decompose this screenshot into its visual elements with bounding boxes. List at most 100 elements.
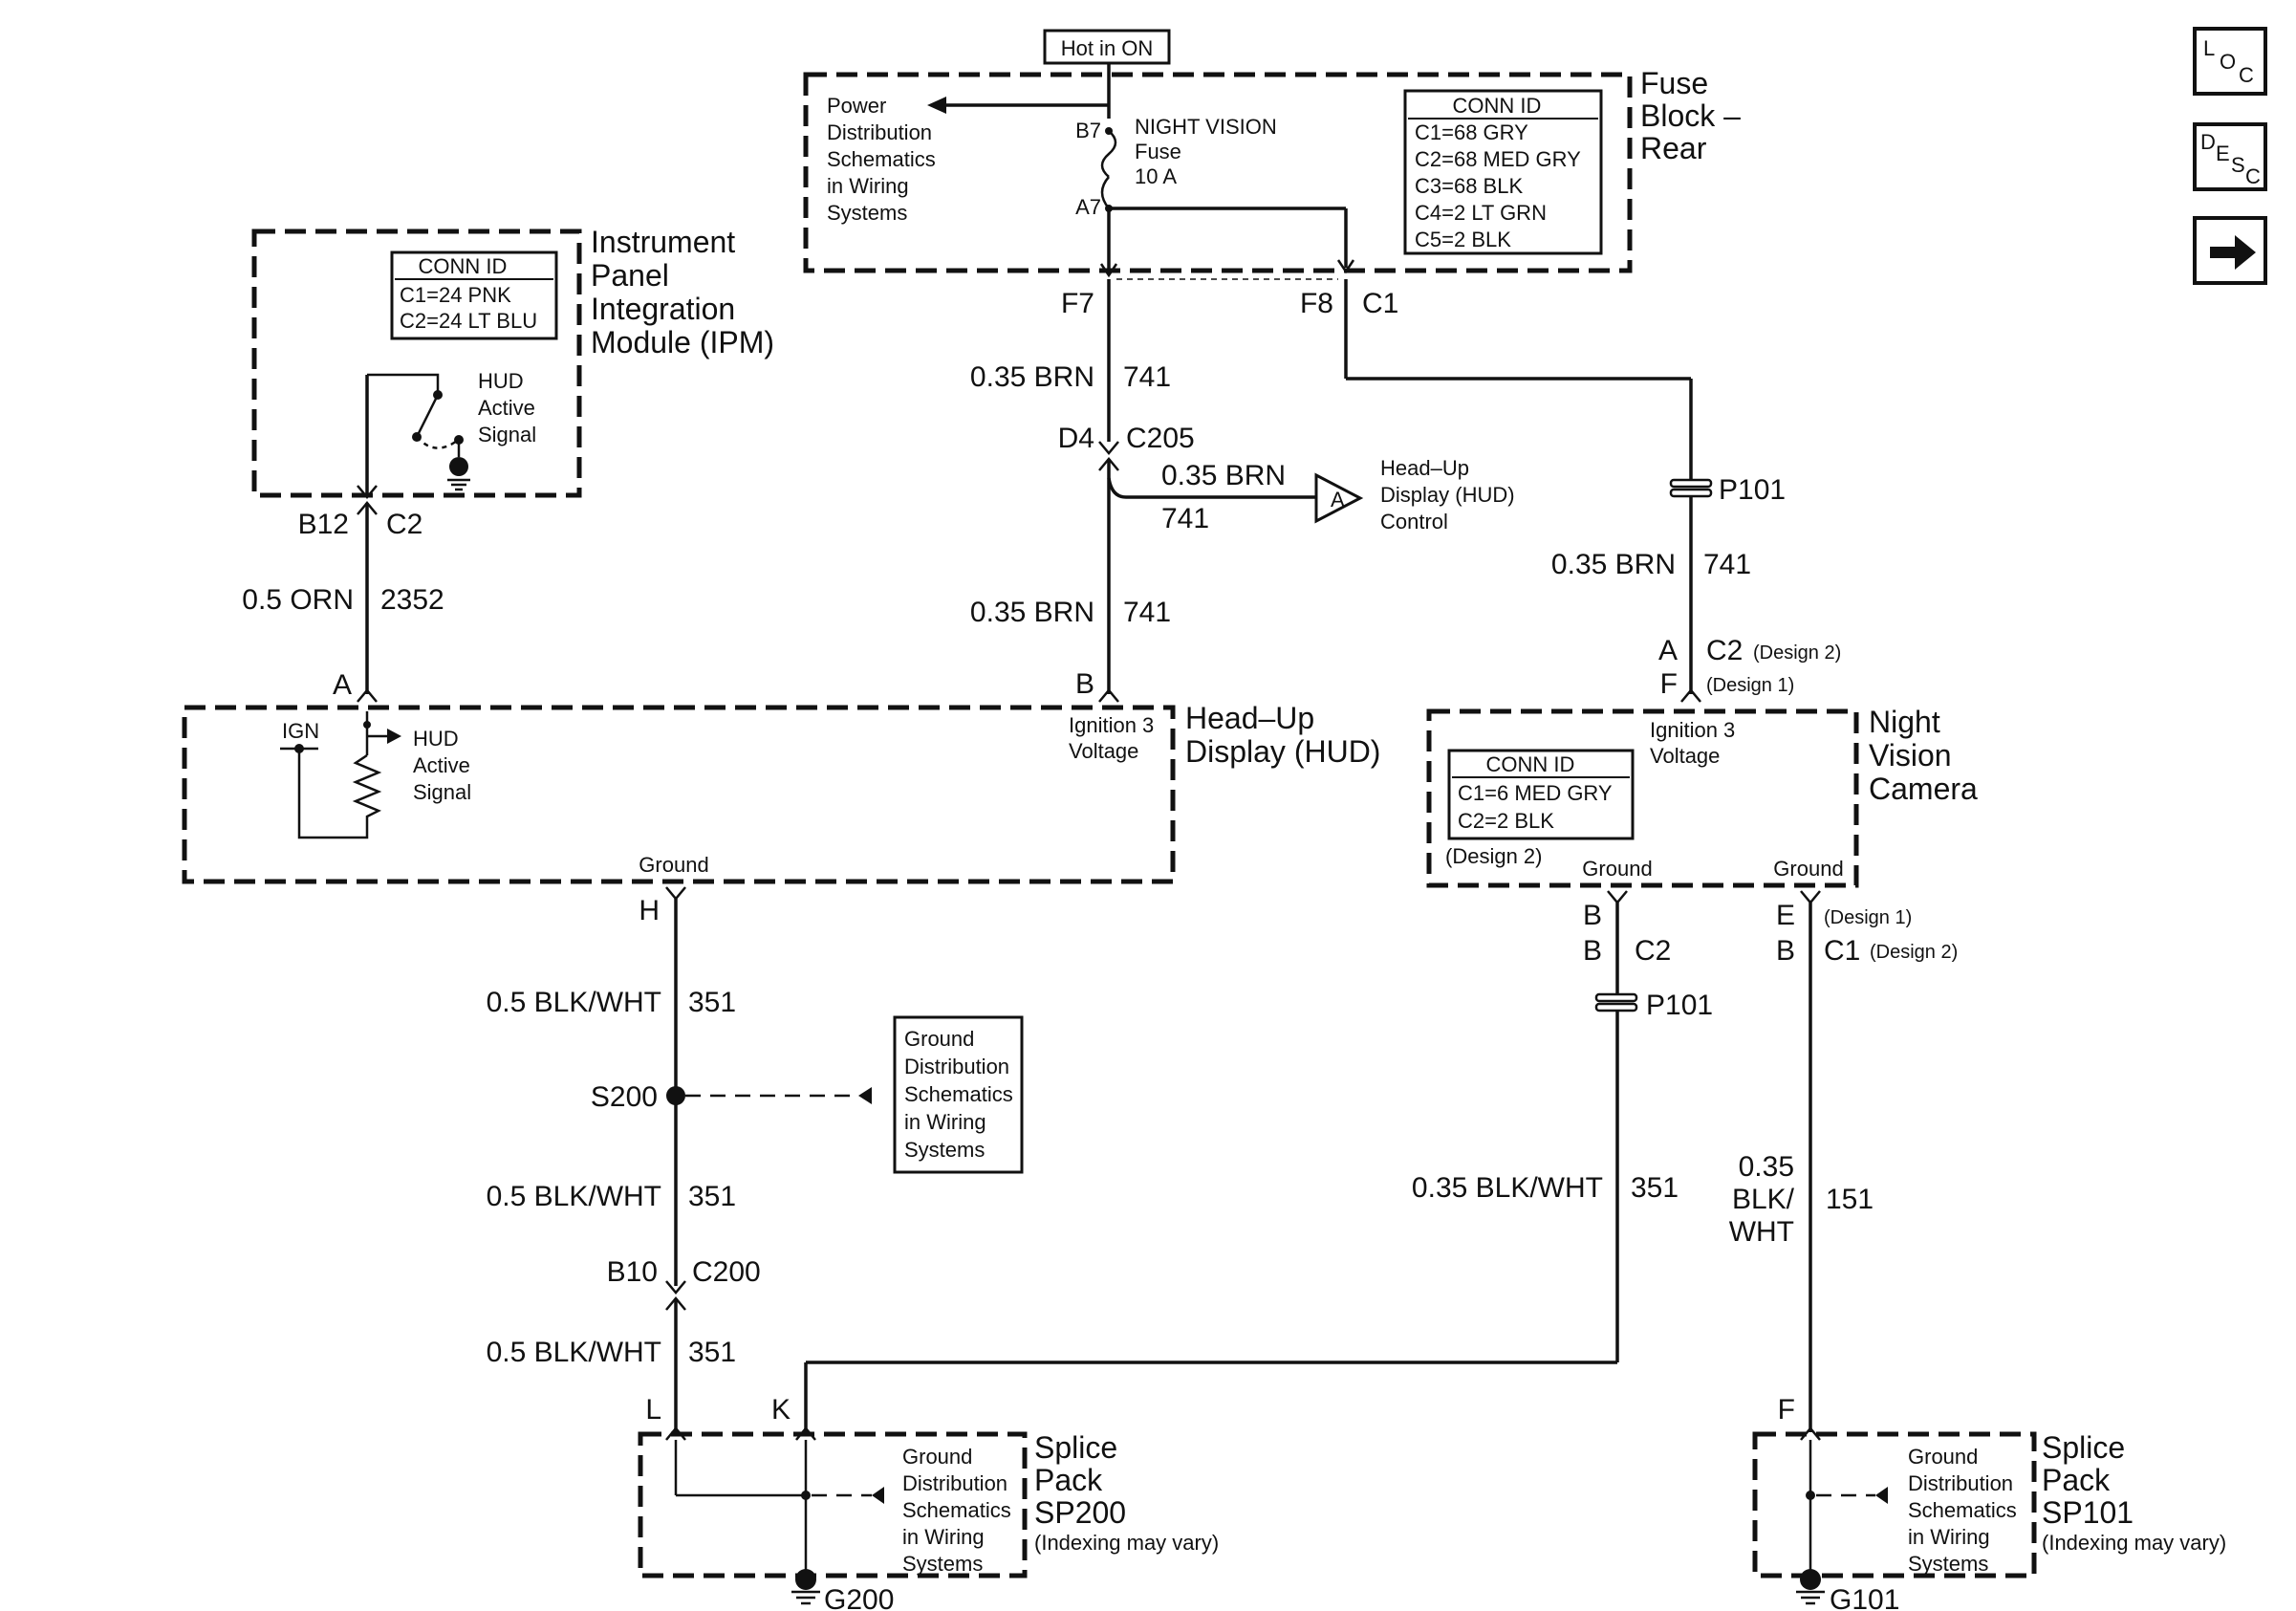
svg-text:in Wiring: in Wiring [902, 1525, 985, 1549]
svg-text:Panel: Panel [591, 258, 669, 293]
s200-label: S200 [591, 1081, 658, 1113]
ipm-hud-switch [367, 373, 470, 491]
hot-in-on-box [1043, 29, 1171, 65]
svg-text:Signal: Signal [478, 423, 536, 446]
svg-text:Block –: Block – [1640, 98, 1741, 133]
svg-text:Integration: Integration [591, 292, 735, 326]
hud-ground-label: Ground [639, 853, 708, 877]
camera-ground-right: Ground [1773, 857, 1843, 881]
svg-text:CONN ID: CONN ID [1453, 94, 1542, 118]
svg-text:S: S [2231, 153, 2245, 177]
svg-text:C: C [2239, 63, 2254, 87]
svg-text:Instrument: Instrument [591, 225, 735, 259]
night-vision-fuse [1100, 127, 1117, 212]
sp200-pin-k: K [771, 1394, 791, 1426]
camera-gl-pin1: B [1583, 900, 1602, 931]
svg-text:HUD: HUD [478, 369, 524, 393]
svg-text:E: E [2216, 142, 2230, 165]
conn-c205: C205 [1126, 423, 1195, 454]
svg-text:C1=24 PNK: C1=24 PNK [400, 283, 511, 307]
sp101-pin-f: F [1778, 1394, 1795, 1426]
svg-text:in Wiring: in Wiring [1908, 1525, 1990, 1549]
fuse-block-title: Fuse Block – Rear [1640, 66, 1741, 165]
svg-text:Ignition 3: Ignition 3 [1650, 718, 1735, 742]
camera-gr-design2: (Design 2) [1870, 942, 1958, 963]
ipm-pin-b12: B12 [298, 509, 349, 540]
svg-text:Pack: Pack [1034, 1463, 1103, 1497]
hud-pin-a: A [333, 669, 352, 701]
wire-351-b-circuit: 351 [688, 1181, 736, 1212]
s200-splice [666, 1086, 685, 1105]
camera-pin-a: A [1658, 635, 1678, 666]
svg-text:Ground: Ground [1908, 1445, 1978, 1469]
hud-control-ref: A [1331, 488, 1345, 512]
svg-text:Pack: Pack [2042, 1463, 2111, 1497]
camera-gr-design1: (Design 1) [1824, 907, 1912, 928]
hud-signal-label: HUD Active Signal [413, 727, 471, 804]
svg-text:Vision: Vision [1869, 738, 1952, 773]
g200-label: G200 [824, 1584, 894, 1611]
wire-151-gauge: 0.35 BLK/ WHT [1729, 1151, 1795, 1248]
svg-text:Systems: Systems [902, 1552, 983, 1576]
camera-conn-c2: C2 [1706, 635, 1743, 666]
svg-text:Display (HUD): Display (HUD) [1380, 483, 1515, 507]
pin-a7: A7 [1075, 195, 1101, 219]
wire-351-b-gauge: 0.5 BLK/WHT [487, 1181, 661, 1212]
svg-text:Head–Up: Head–Up [1185, 701, 1314, 735]
svg-text:BLK/: BLK/ [1732, 1184, 1795, 1215]
pin-d4: D4 [1058, 423, 1094, 454]
hud-title: Head–Up Display (HUD) [1185, 701, 1380, 769]
svg-text:Distribution: Distribution [904, 1055, 1009, 1078]
svg-text:Ground: Ground [902, 1445, 972, 1469]
hud-pin-b: B [1075, 668, 1094, 700]
camera-design2-top: (Design 2) [1753, 642, 1841, 664]
sp101-internal [1796, 1440, 1888, 1605]
camera-design1-top: (Design 1) [1706, 675, 1794, 696]
svg-text:Schematics: Schematics [827, 147, 936, 171]
loc-button[interactable]: LOC [2193, 27, 2267, 96]
p101-top-connector [1669, 478, 1713, 498]
fuse-block-conn-id: CONN ID C1=68 GRY C2=68 MED GRY C3=68 BL… [1403, 89, 1603, 255]
sp200-pin-l: L [645, 1394, 661, 1426]
camera-ground-left: Ground [1582, 857, 1652, 881]
hud-ign3-label: Ignition 3 Voltage [1069, 713, 1154, 763]
wire-741-gauge: 0.35 BRN [970, 361, 1094, 393]
ipm-box [251, 229, 582, 498]
svg-text:Systems: Systems [904, 1138, 985, 1162]
ground-distribution-note: Ground Distribution Schematics in Wiring… [893, 1015, 1024, 1174]
wire-741-branch-circuit: 741 [1161, 503, 1209, 534]
camera-ign3-label: Ignition 3 Voltage [1650, 718, 1735, 768]
svg-text:Schematics: Schematics [902, 1498, 1011, 1522]
hud-internal-circuit [280, 711, 401, 839]
wire-351-c-circuit: 351 [688, 1337, 736, 1368]
svg-text:Power: Power [827, 94, 886, 118]
wire-351-d-gauge: 0.35 BLK/WHT [1412, 1172, 1603, 1204]
svg-text:Fuse: Fuse [1135, 140, 1181, 163]
camera-gr-conn: C1 [1824, 935, 1860, 967]
svg-text:0.35: 0.35 [1739, 1151, 1794, 1183]
pin-f8: F8 [1300, 288, 1333, 319]
pin-b7: B7 [1075, 119, 1101, 142]
camera-conn-id: CONN ID C1=6 MED GRY C2=2 BLK [1447, 749, 1635, 840]
p101-top-label: P101 [1719, 474, 1786, 506]
svg-text:Schematics: Schematics [1908, 1498, 2017, 1522]
svg-text:Splice: Splice [2042, 1430, 2125, 1465]
c200-pin-b10: B10 [607, 1256, 658, 1288]
svg-text:in Wiring: in Wiring [827, 174, 909, 198]
sp200-note: (Indexing may vary) [1034, 1531, 1219, 1555]
svg-text:Module (IPM): Module (IPM) [591, 325, 774, 359]
svg-text:Control: Control [1380, 510, 1448, 533]
sp200-internal [674, 1440, 884, 1605]
conn-c1: C1 [1362, 288, 1398, 319]
svg-text:C5=2 BLK: C5=2 BLK [1415, 228, 1511, 251]
camera-gl-conn: C2 [1635, 935, 1671, 967]
next-button[interactable] [2193, 216, 2267, 285]
ipm-conn-id: CONN ID C1=24 PNK C2=24 LT BLU [390, 250, 558, 340]
svg-text:Active: Active [478, 396, 535, 420]
svg-text:Active: Active [413, 753, 470, 777]
svg-text:Distribution: Distribution [902, 1471, 1007, 1495]
power-distribution-note: Power Distribution Schematics in Wiring … [827, 94, 936, 225]
svg-text:C2=24 LT BLU: C2=24 LT BLU [400, 309, 537, 333]
p101-bottom-label: P101 [1646, 990, 1713, 1021]
